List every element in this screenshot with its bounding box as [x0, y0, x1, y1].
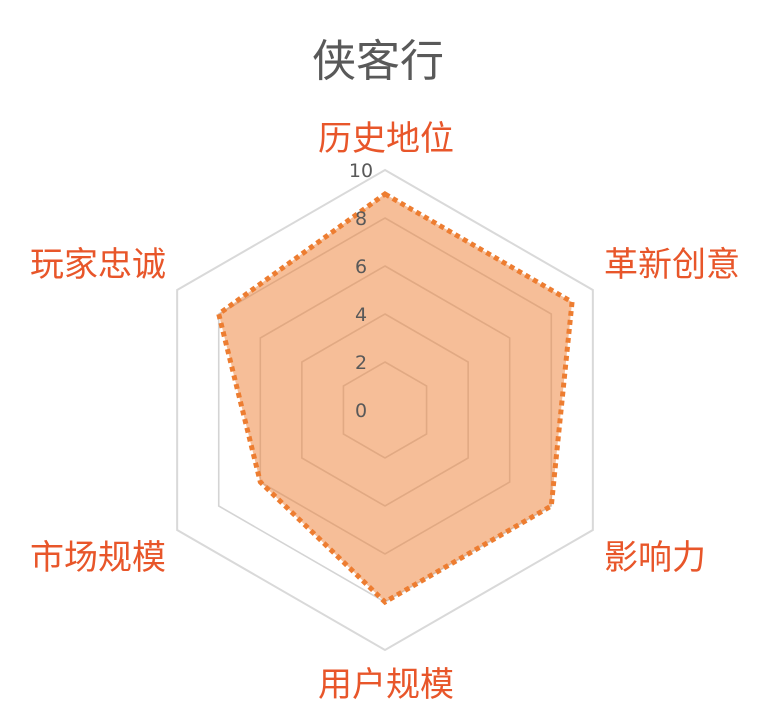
category-label-4: 市场规模	[30, 538, 166, 578]
tick-label-2: 2	[355, 352, 367, 374]
tick-label-4: 4	[355, 304, 367, 326]
category-label-5: 玩家忠诚	[30, 245, 166, 285]
category-label-3: 用户规模	[318, 665, 454, 705]
series-area-0	[215, 191, 575, 606]
category-label-1: 革新创意	[604, 245, 740, 285]
tick-labels: 0 2 4 6 8 10	[349, 160, 373, 422]
category-label-2: 影响力	[604, 538, 706, 578]
tick-label-10: 10	[349, 160, 373, 182]
tick-label-8: 8	[355, 208, 367, 230]
series-layer	[215, 191, 575, 606]
category-label-0: 历史地位	[318, 119, 454, 159]
tick-label-6: 6	[355, 256, 367, 278]
tick-label-0: 0	[355, 400, 367, 422]
chart-title: 侠客行	[312, 36, 444, 87]
grid-ring-10	[176, 168, 594, 652]
